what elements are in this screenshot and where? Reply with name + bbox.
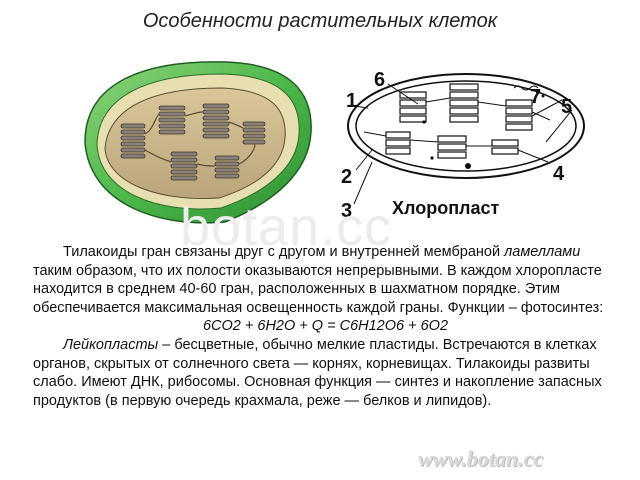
- body-text: Тилакоиды гран связаны друг с другом и в…: [33, 243, 618, 410]
- diagram-label-5: 5: [561, 96, 573, 118]
- figure-caption: Хлоропласт: [392, 198, 500, 218]
- diagram-label-1: 1: [346, 90, 358, 112]
- diagram-label-2: 2: [341, 166, 353, 188]
- watermark-center: botan.cc: [180, 197, 393, 257]
- term-lamellae: ламеллами: [504, 244, 581, 260]
- page-title: Особенности растительных клеток: [142, 10, 498, 32]
- paragraph-granas-start: Тилакоиды гран связаны друг с другом и в…: [63, 244, 505, 260]
- term-leucoplasts: Лейкопласты: [63, 336, 159, 353]
- chloroplast-3d-illustration: [75, 52, 315, 230]
- diagram-label-7: 7: [530, 86, 542, 108]
- diagram-label-3: 3: [341, 200, 353, 222]
- paragraph-granas-rest: таким образом, что их полости оказываютс…: [33, 262, 604, 316]
- chloroplast-schematic: [328, 62, 590, 230]
- diagram-label-6: 6: [374, 69, 386, 91]
- photosynthesis-formula: 6CO2 + 6H2O + Q = C6H12O6 + 6O2: [202, 318, 449, 335]
- diagram-label-4: 4: [553, 163, 565, 185]
- paragraph-granas: Тилакоиды гран связаны друг с другом и в…: [33, 243, 618, 317]
- paragraph-leucoplasts: Лейкопласты – бесцветные, обычно мелкие …: [33, 336, 618, 410]
- watermark-corner: www.botan.cc: [418, 446, 544, 471]
- paragraph-leucoplasts-rest: – бесцветные, обычно мелкие пластиды. Вс…: [33, 336, 602, 409]
